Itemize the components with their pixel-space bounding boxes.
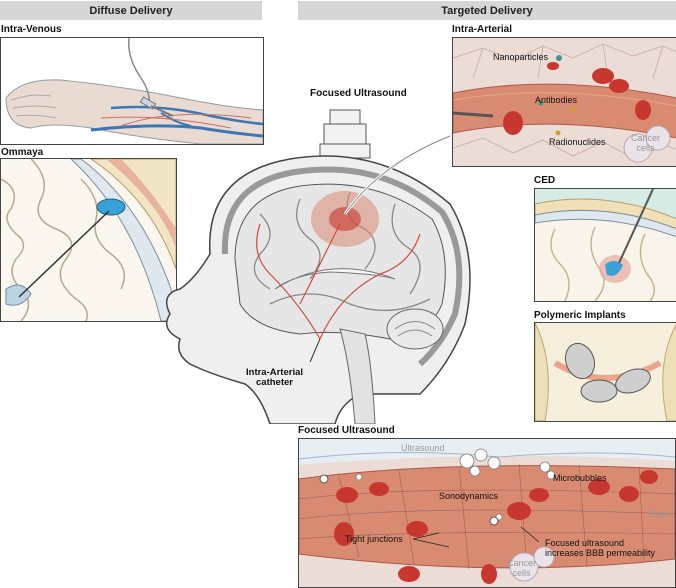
focused-ultrasound-panel: Ultrasound Microbubbles Sonodynamics Bra… xyxy=(298,438,676,588)
ced-label: CED xyxy=(534,175,556,186)
ced-illustration xyxy=(535,189,676,301)
radionuclides-label: Radionuclides xyxy=(549,137,606,147)
intra-arterial-panel: Nanoparticles Antibodies Radionuclides C… xyxy=(452,37,676,167)
ommaya-illustration xyxy=(1,159,176,321)
arm-illustration xyxy=(1,38,263,144)
polymeric-implants-label: Polymeric Implants xyxy=(534,310,626,321)
intra-arterial-label: Intra-Arterial xyxy=(452,24,513,35)
bottom-focused-ultrasound-label: Focused Ultrasound xyxy=(298,425,395,436)
brain-label: Brain xyxy=(649,509,671,519)
antibodies-label: Antibodies xyxy=(535,95,578,105)
targeted-delivery-header: Targeted Delivery xyxy=(298,1,676,20)
diffuse-delivery-header: Diffuse Delivery xyxy=(0,1,262,20)
ommaya-label: Ommaya xyxy=(1,147,44,158)
focused-ultrasound-illustration xyxy=(299,439,675,587)
intra-arterial-catheter-label: Intra-Arterial catheter xyxy=(246,367,304,389)
ultrasound-label: Ultrasound xyxy=(401,443,445,453)
microbubbles-label: Microbubbles xyxy=(553,473,607,483)
intra-venous-panel xyxy=(0,37,264,145)
ommaya-panel xyxy=(0,158,177,322)
intra-venous-label: Intra-Venous xyxy=(1,24,62,35)
ced-panel xyxy=(534,188,676,302)
ultrasound-transducer xyxy=(319,109,371,159)
intra-arterial-illustration xyxy=(453,38,676,166)
cancer-cells-label: Cancer cells xyxy=(631,133,661,153)
focused-ultrasound-bbb-label: Focused ultrasound increases BBB permeab… xyxy=(545,538,656,559)
tight-junctions-label: Tight junctions xyxy=(345,534,403,544)
nanoparticles-label: Nanoparticles xyxy=(493,52,549,62)
sonodynamics-label: Sonodynamics xyxy=(439,491,499,501)
brain-sagittal-illustration xyxy=(165,109,471,424)
polymeric-implants-illustration xyxy=(535,323,676,421)
center-focused-ultrasound-label: Focused Ultrasound xyxy=(310,88,407,99)
fus-cancer-cells-label: Cancer cells xyxy=(507,558,537,578)
polymeric-implants-panel xyxy=(534,322,676,422)
